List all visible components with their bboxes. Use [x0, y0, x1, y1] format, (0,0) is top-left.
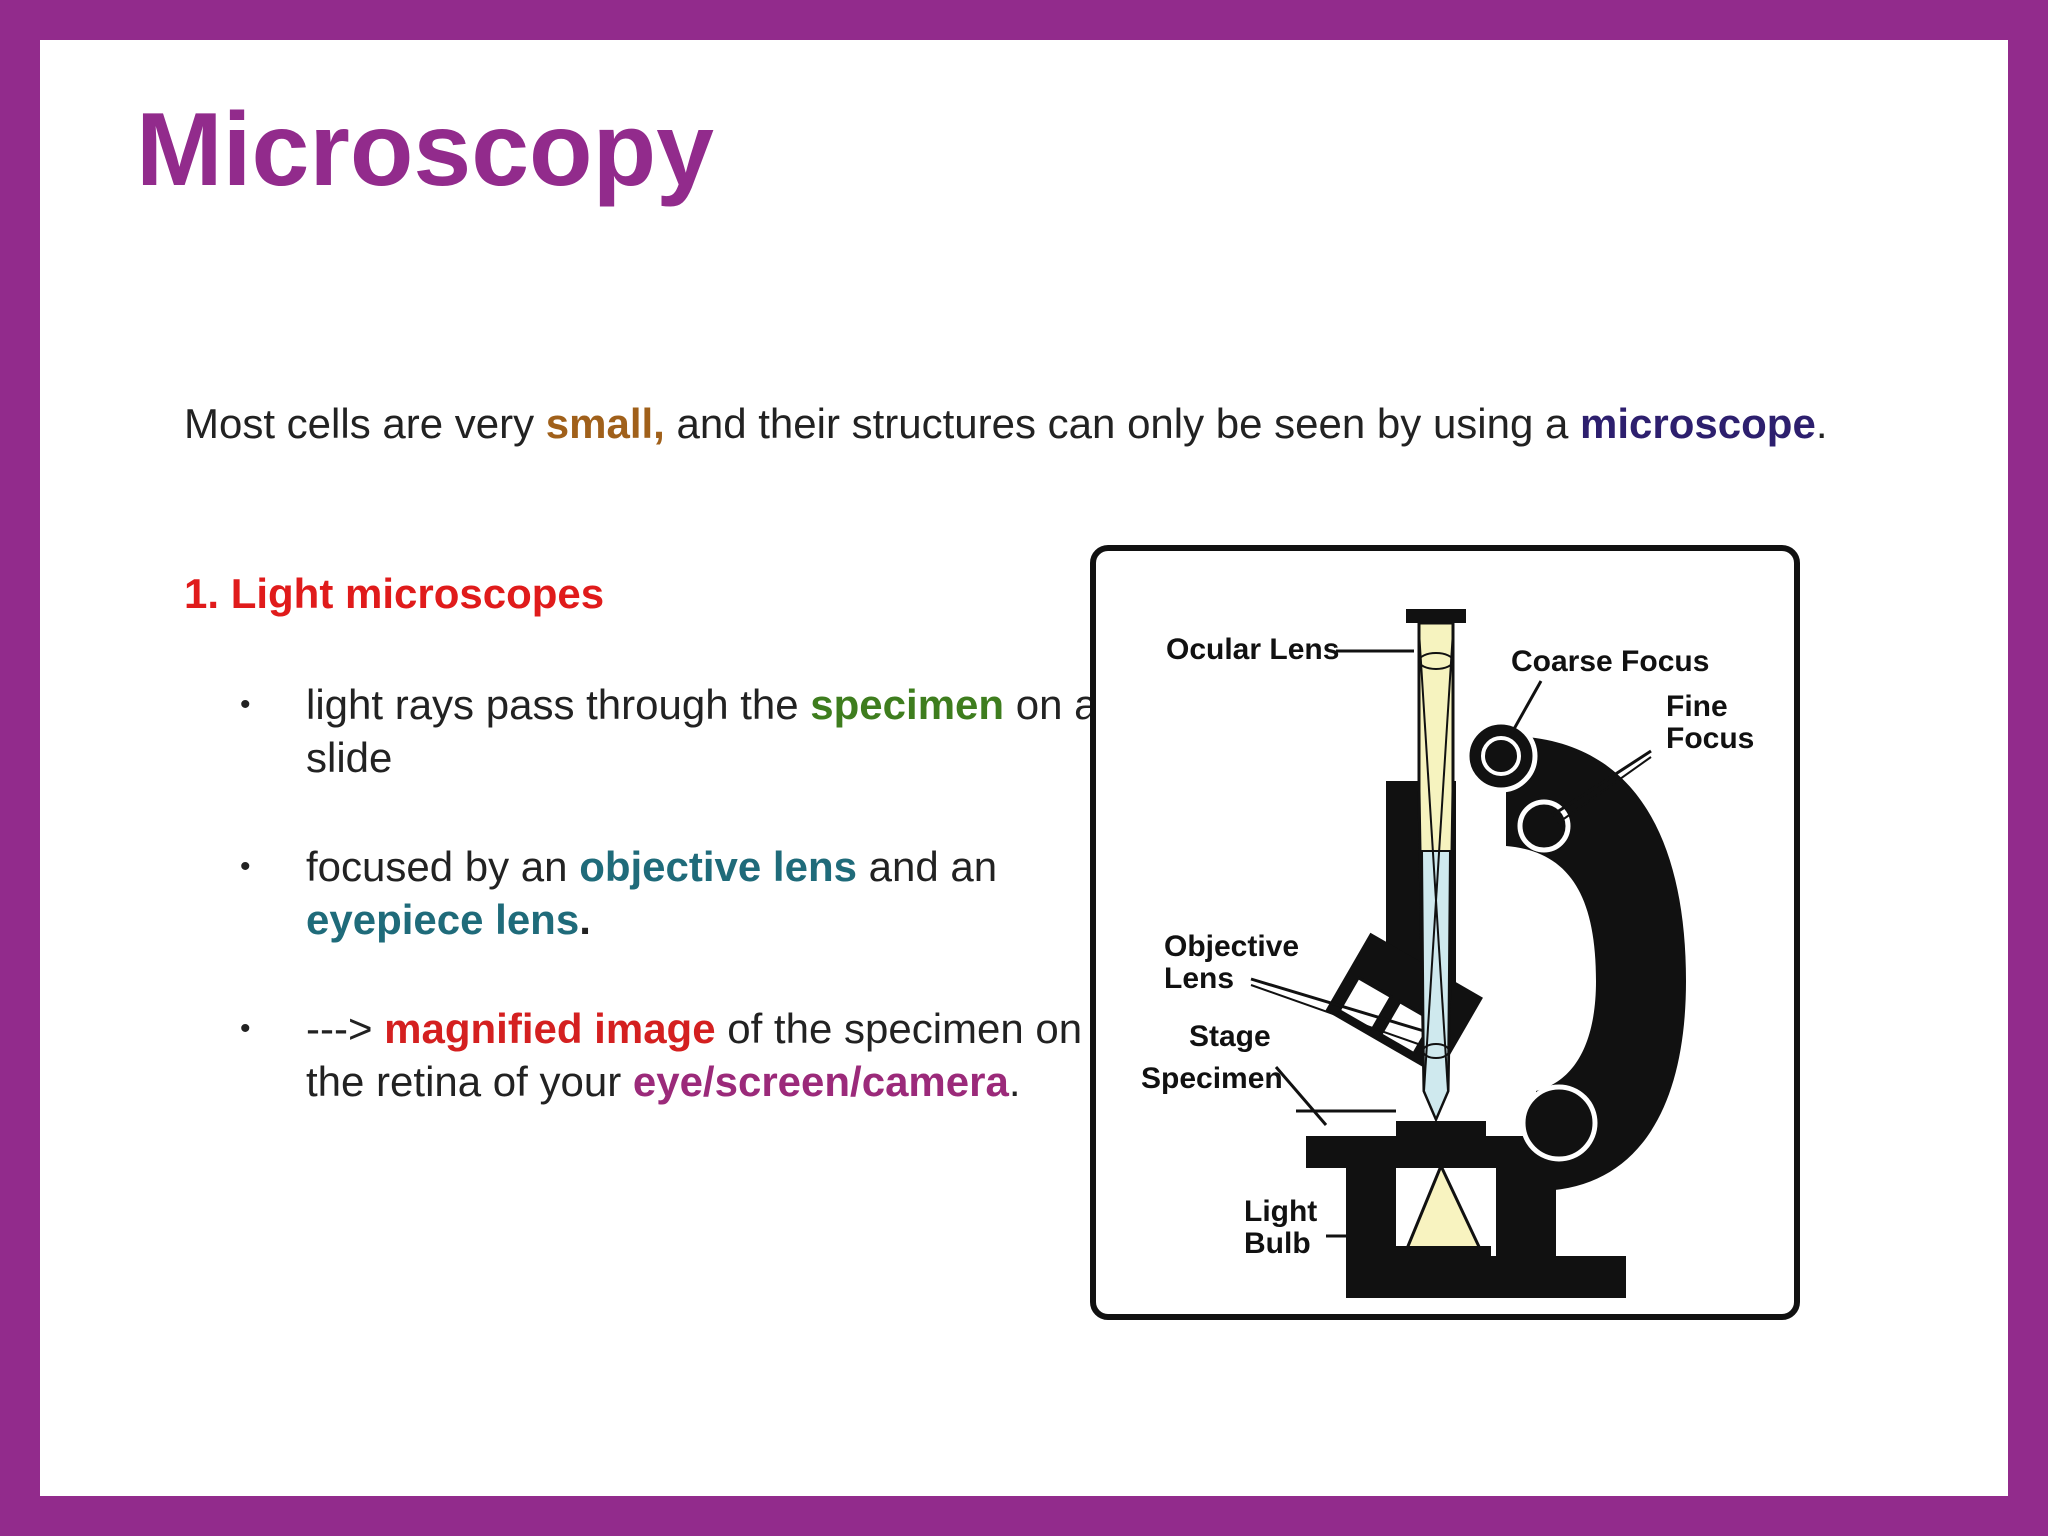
- light-ray: [1423, 630, 1454, 1092]
- objective-lens-shape: [1422, 1043, 1450, 1059]
- label-ocular-lens: Ocular Lens: [1166, 633, 1339, 666]
- label-specimen: Specimen: [1141, 1062, 1283, 1095]
- intro-part: .: [1815, 400, 1828, 447]
- highlight-eye-screen-camera: eye/screen/camera: [632, 1058, 1009, 1105]
- light-cone: [1403, 1162, 1484, 1253]
- highlight-magnified-image: magnified image: [384, 1005, 716, 1052]
- bullet-item: • ---> magnified image of the specimen o…: [240, 1002, 1120, 1108]
- bullet-text: light rays pass through the: [306, 681, 811, 728]
- bullet-marker: •: [240, 1012, 251, 1045]
- bullet-item: • focused by an objective lens and an ey…: [240, 840, 1120, 946]
- microscope-diagram: Ocular Lens Coarse Focus Fine Focus Obje…: [1090, 545, 1800, 1320]
- light-ray: [1418, 630, 1449, 1092]
- highlight-objective-lens: objective lens: [579, 843, 857, 890]
- bullet-text: focused by an: [306, 843, 580, 890]
- light-bulb: [1396, 1246, 1491, 1260]
- bullet-list: • light rays pass through the specimen o…: [240, 678, 1120, 1164]
- label-objective: Objective: [1164, 930, 1299, 963]
- eyepiece-lens-shape: [1418, 652, 1454, 670]
- leader-line: [1557, 756, 1652, 824]
- bullet-text: of the specimen on the retina of your: [306, 1005, 1083, 1105]
- leader-line: [1250, 984, 1422, 1046]
- page-title: Microscopy: [136, 92, 714, 208]
- leader-line: [1550, 749, 1652, 818]
- bullet-text: on a slide: [306, 681, 1098, 781]
- bullet-marker: •: [240, 850, 251, 883]
- specimen-slide: [1396, 1121, 1486, 1137]
- label-focus: Focus: [1666, 722, 1754, 755]
- bullet-text: --->: [306, 1005, 385, 1052]
- label-coarse-focus: Coarse Focus: [1511, 645, 1709, 678]
- label-fine: Fine: [1666, 690, 1728, 723]
- label-lens: Lens: [1164, 962, 1234, 995]
- bullet-text: .: [579, 896, 591, 943]
- highlight-specimen: specimen: [810, 681, 1005, 728]
- coarse-focus-inner: [1481, 736, 1521, 776]
- label-bulb: Bulb: [1244, 1227, 1311, 1260]
- bullet-text: .: [1008, 1058, 1021, 1105]
- intro-part: and their structures can only be seen by…: [664, 400, 1581, 447]
- section-heading: 1. Light microscopes: [184, 570, 605, 617]
- leader-line: [1512, 680, 1543, 730]
- label-stage: Stage: [1189, 1020, 1271, 1053]
- microscope-svg: Ocular Lens Coarse Focus Fine Focus Obje…: [1141, 609, 1754, 1298]
- bullet-text: and an: [856, 843, 998, 890]
- highlight-microscope: microscope: [1580, 400, 1816, 447]
- base-pillar-right: [1496, 1161, 1556, 1261]
- bullet-item: • light rays pass through the specimen o…: [240, 678, 1120, 784]
- leader-line: [1274, 1066, 1328, 1126]
- highlight-eyepiece-lens: eyepiece lens: [306, 896, 580, 943]
- eyepiece-cap: [1406, 609, 1466, 623]
- highlight-small: small,: [545, 400, 665, 447]
- leader-line: [1250, 977, 1425, 1033]
- stage: [1306, 1136, 1566, 1168]
- microscope-base: [1346, 1256, 1626, 1298]
- intro-text: Most cells are very small, and their str…: [184, 400, 1827, 448]
- nosepiece: [1325, 932, 1483, 1076]
- intro-part: Most cells are very: [184, 400, 546, 447]
- base-knob: [1520, 1084, 1598, 1162]
- base-pillar: [1346, 1161, 1396, 1261]
- slide: Microscopy Most cells are very small, an…: [40, 40, 2008, 1496]
- label-light: Light: [1244, 1195, 1317, 1228]
- bullet-marker: •: [240, 688, 251, 721]
